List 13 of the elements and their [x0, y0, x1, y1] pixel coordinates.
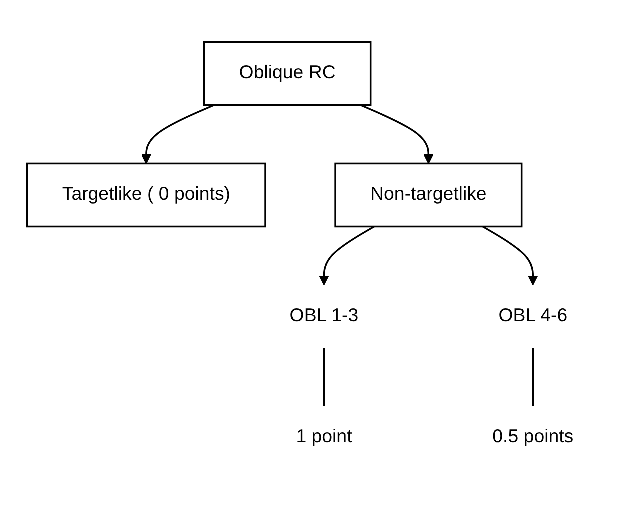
- connector: [532, 348, 534, 407]
- node-text: OBL 1-3: [290, 306, 359, 326]
- node-text: 1 point: [296, 428, 352, 448]
- node-text: 0.5 points: [492, 428, 574, 448]
- arrow: [141, 104, 215, 164]
- node-text: OBL 4-6: [498, 306, 568, 326]
- connector: [323, 348, 326, 407]
- node-box: Targetlike ( 0 points): [26, 162, 266, 228]
- arrow: [360, 104, 434, 164]
- arrow: [482, 226, 538, 286]
- node-box: Oblique RC: [203, 42, 372, 106]
- node-box: Non-targetlike: [334, 162, 523, 228]
- arrow: [319, 226, 375, 286]
